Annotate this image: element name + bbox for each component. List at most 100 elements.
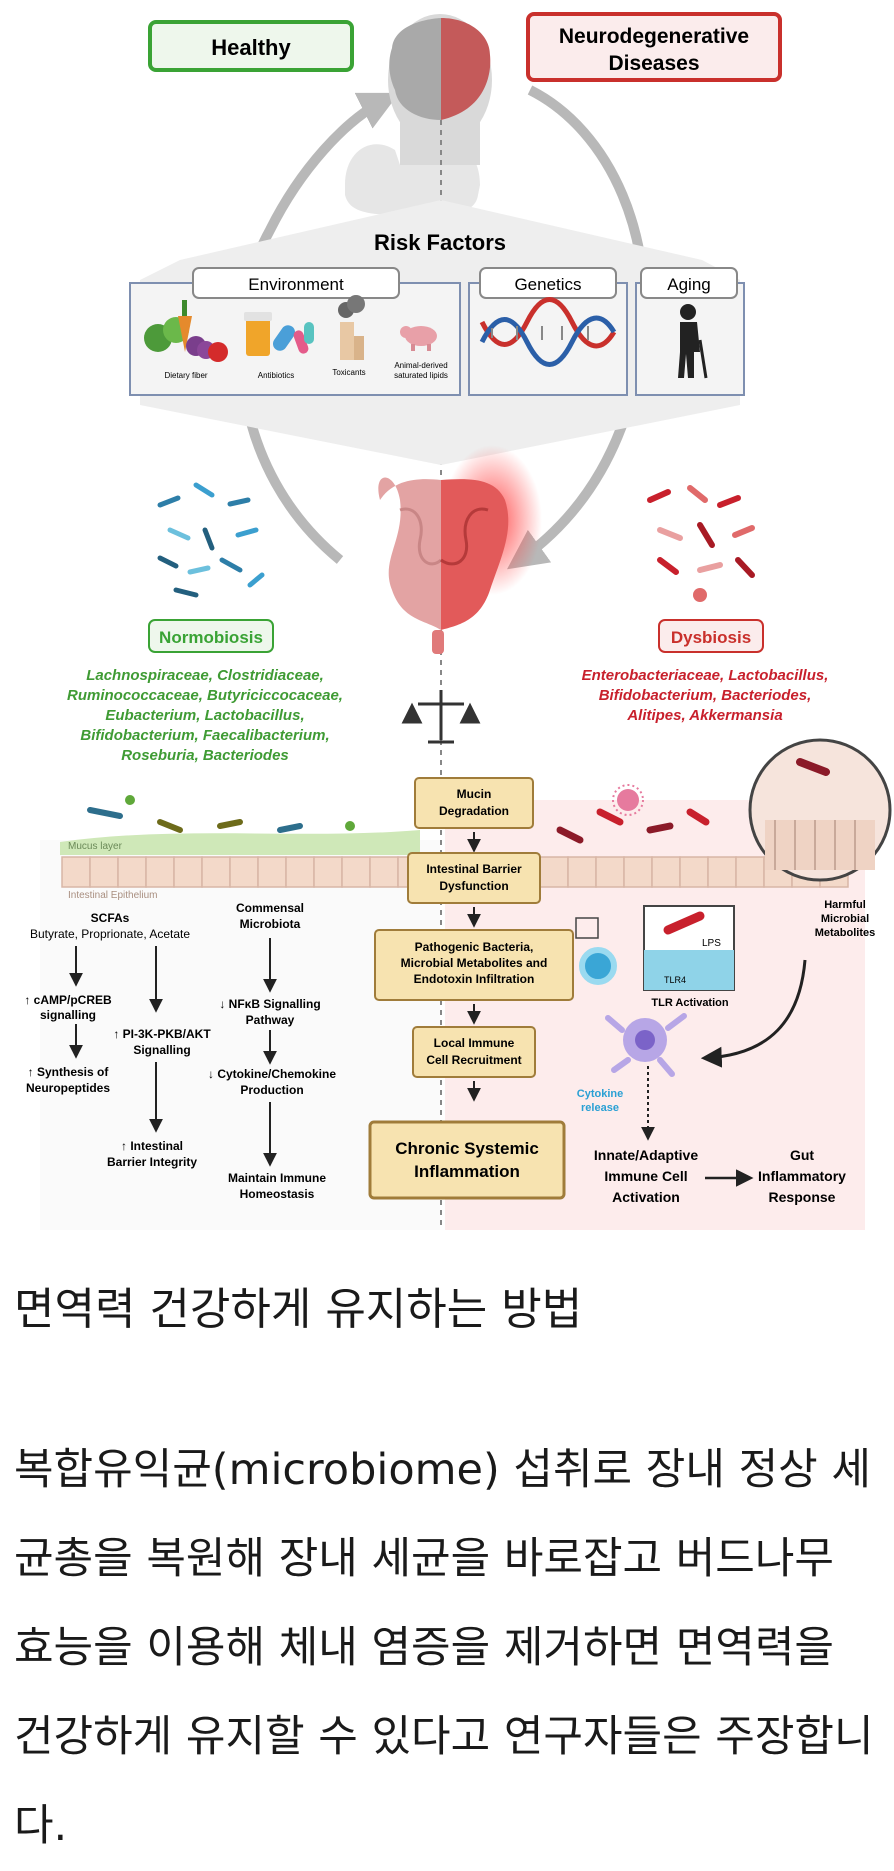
svg-text:Degradation: Degradation xyxy=(439,804,509,818)
healthy-bacteria-icon xyxy=(157,482,265,598)
dna-icon xyxy=(479,297,617,367)
aging-label: Aging xyxy=(667,275,710,294)
svg-text:↓ NFκB Signalling: ↓ NFκB Signalling xyxy=(219,997,320,1011)
antibiotics-label: Antibiotics xyxy=(258,371,294,380)
svg-text:Commensal: Commensal xyxy=(236,901,304,915)
svg-text:Inflammation: Inflammation xyxy=(414,1162,520,1181)
svg-text:Homeostasis: Homeostasis xyxy=(240,1187,315,1201)
gut-icon xyxy=(378,445,542,654)
healthy-label: Healthy xyxy=(211,35,291,60)
svg-text:Production: Production xyxy=(240,1083,303,1097)
aging-label-box xyxy=(640,267,738,299)
svg-text:Signalling: Signalling xyxy=(133,1043,190,1057)
svg-text:↑ cAMP/pCREB: ↑ cAMP/pCREB xyxy=(24,993,112,1007)
svg-text:Innate/Adaptive: Innate/Adaptive xyxy=(594,1147,698,1163)
svg-text:Barrier Integrity: Barrier Integrity xyxy=(107,1155,197,1169)
svg-text:Bifidobacterium, Bacteriodes,: Bifidobacterium, Bacteriodes, xyxy=(599,687,812,704)
svg-text:SCFAs: SCFAs xyxy=(91,911,130,925)
normobiosis-label-box xyxy=(148,619,274,653)
svg-text:Metabolites: Metabolites xyxy=(815,927,876,939)
harmful-bacteria-icon xyxy=(647,485,755,602)
svg-text:Inflammatory: Inflammatory xyxy=(758,1168,846,1184)
svg-text:TLR4: TLR4 xyxy=(664,975,686,985)
dysbiosis-label: Dysbiosis xyxy=(671,628,751,647)
lumen-bacteria xyxy=(87,795,710,844)
svg-text:Harmful: Harmful xyxy=(824,899,866,911)
dendritic-cell-icon xyxy=(605,1013,687,1077)
center-flow: Mucin Degradation Intestinal Barrier Dys… xyxy=(368,777,574,1200)
mucus-layer-label: Mucus layer xyxy=(68,841,123,852)
left-pathway: SCFAs Butyrate, Proprionate, Acetate Com… xyxy=(24,901,336,1201)
svg-text:Neuropeptides: Neuropeptides xyxy=(26,1081,110,1095)
svg-text:Chronic Systemic: Chronic Systemic xyxy=(395,1139,539,1158)
svg-text:Endotoxin Infiltration: Endotoxin Infiltration xyxy=(414,972,535,986)
svg-text:Ruminococcaceae, Butyriciccoca: Ruminococcaceae, Butyriciccocaceae, xyxy=(67,687,343,704)
svg-text:Cytokine: Cytokine xyxy=(577,1088,623,1100)
dietary-fiber-label: Dietary fiber xyxy=(164,371,207,380)
svg-text:Gut: Gut xyxy=(790,1147,814,1163)
svg-text:Pathway: Pathway xyxy=(246,1013,295,1027)
svg-text:↑ Intestinal: ↑ Intestinal xyxy=(121,1139,183,1153)
step-barrier xyxy=(407,852,541,904)
environment-label-box xyxy=(192,267,400,299)
svg-text:Mucin: Mucin xyxy=(457,787,492,801)
svg-text:release: release xyxy=(581,1102,619,1114)
svg-text:Activation: Activation xyxy=(612,1189,680,1205)
step-mucin xyxy=(414,777,534,829)
svg-text:Butyrate, Proprionate, Acetate: Butyrate, Proprionate, Acetate xyxy=(30,927,190,941)
animal-lipids-label-line1: Animal-derived xyxy=(394,361,447,370)
step-inflammation xyxy=(368,1120,566,1200)
step-pathogenic xyxy=(374,929,574,1001)
svg-text:Maintain Immune: Maintain Immune xyxy=(228,1171,326,1185)
normobiosis-label: Normobiosis xyxy=(159,628,263,647)
svg-text:Pathogenic Bacteria,: Pathogenic Bacteria, xyxy=(415,940,534,954)
dysbiosis-label-box xyxy=(658,619,764,653)
environment-label: Environment xyxy=(248,275,344,294)
neuro-label-line2: Diseases xyxy=(608,52,699,75)
svg-text:Response: Response xyxy=(769,1189,836,1205)
svg-text:Microbiota: Microbiota xyxy=(240,917,301,931)
svg-text:signalling: signalling xyxy=(40,1008,96,1022)
svg-text:Cell Recruitment: Cell Recruitment xyxy=(426,1053,521,1067)
balance-scale-icon xyxy=(401,690,481,744)
right-pathway: LPS TLR4 TLR Activation Harmful Microbia… xyxy=(575,899,876,1205)
article-heading: 면역력 건강하게 유지하는 방법 xyxy=(14,1284,583,1335)
animal-lipids-label-line2: saturated lipids xyxy=(394,371,448,380)
svg-text:LPS: LPS xyxy=(702,938,721,949)
magnified-epithelium-icon xyxy=(748,738,892,882)
genetics-label: Genetics xyxy=(514,275,581,294)
step-immune xyxy=(412,1026,536,1078)
svg-text:Eubacterium, Lactobacillus,: Eubacterium, Lactobacillus, xyxy=(105,707,304,724)
pig-icon xyxy=(400,326,437,351)
virus-icon xyxy=(612,784,644,816)
vegetables-icon xyxy=(144,300,228,362)
neuro-label-box xyxy=(526,12,782,82)
svg-text:↓ Cytokine/Chemokine: ↓ Cytokine/Chemokine xyxy=(208,1067,336,1081)
svg-text:↑ Synthesis of: ↑ Synthesis of xyxy=(28,1065,110,1079)
article-body: 복합유익균(microbiome) 섭취로 장내 정상 세균총을 복원해 장내 … xyxy=(14,1445,874,1851)
intestinal-epithelium-label: Intestinal Epithelium xyxy=(68,890,158,901)
pills-icon xyxy=(244,312,314,356)
normobiosis-species: Lachnospiraceae, Clostridiaceae, Ruminoc… xyxy=(67,667,343,764)
risk-factors-title: Risk Factors xyxy=(374,230,506,255)
svg-text:Dysfunction: Dysfunction xyxy=(439,879,508,893)
mucus-layer xyxy=(60,830,420,855)
svg-text:Immune Cell: Immune Cell xyxy=(604,1168,687,1184)
svg-text:Intestinal Barrier: Intestinal Barrier xyxy=(426,862,522,876)
elderly-person-icon xyxy=(678,304,708,379)
svg-text:Lachnospiraceae, Clostridiacea: Lachnospiraceae, Clostridiaceae, xyxy=(86,667,324,684)
factory-icon xyxy=(338,295,365,360)
neuro-label-line1: Neurodegenerative xyxy=(559,25,749,48)
svg-text:Bifidobacterium, Faecalibacter: Bifidobacterium, Faecalibacterium, xyxy=(80,727,329,744)
article-text: 면역력 건강하게 유지하는 방법 복합유익균(microbiome) 섭취로 장… xyxy=(14,1280,880,1871)
svg-text:Enterobacteriaceae, Lactobacil: Enterobacteriaceae, Lactobacillus, xyxy=(582,667,829,684)
healthy-label-box xyxy=(148,20,354,72)
gut-brain-axis-diagram: Healthy Neurodegenerative Diseases Risk … xyxy=(24,12,892,1230)
svg-text:TLR Activation: TLR Activation xyxy=(651,997,728,1009)
svg-text:Roseburia, Bacteriodes: Roseburia, Bacteriodes xyxy=(121,747,289,764)
toxicants-label: Toxicants xyxy=(332,368,365,377)
svg-text:Microbial Metabolites and: Microbial Metabolites and xyxy=(401,956,548,970)
svg-text:Microbial: Microbial xyxy=(821,913,869,925)
svg-text:Alitipes, Akkermansia: Alitipes, Akkermansia xyxy=(626,707,782,724)
svg-text:↑ PI-3K-PKB/AKT: ↑ PI-3K-PKB/AKT xyxy=(113,1027,211,1041)
